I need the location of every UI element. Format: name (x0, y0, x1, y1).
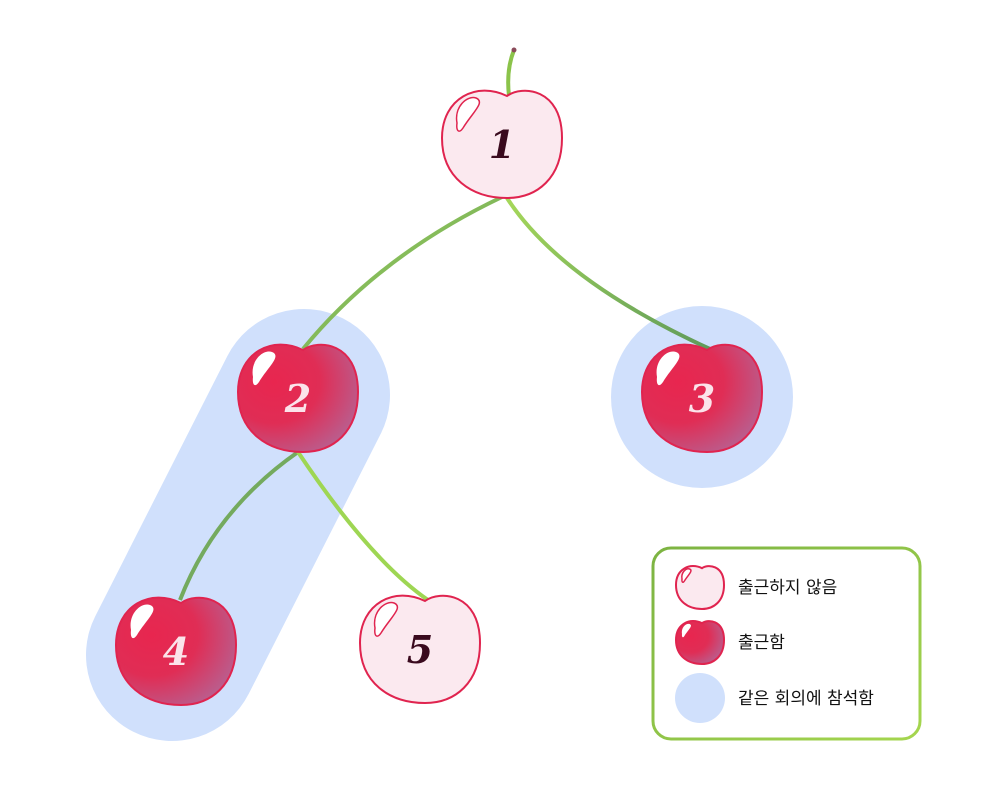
edge-2-4 (178, 450, 300, 601)
legend-present-cherry-icon (674, 620, 726, 666)
cherry-label: 4 (163, 629, 189, 674)
cherry-body (640, 343, 764, 454)
cherry-label: 3 (689, 376, 715, 421)
cherry-node-2: 2 (236, 343, 360, 454)
cherry-highlight (681, 623, 691, 638)
legend: 출근하지 않음 출근함 같은 회의에 참석함 (651, 546, 922, 741)
stem-tip (511, 47, 517, 53)
cherry-highlight (373, 601, 399, 637)
cherry-body (358, 594, 482, 705)
cherry-node-5: 5 (358, 594, 482, 705)
legend-absent-label: 출근하지 않음 (738, 578, 837, 598)
cherry-body (236, 343, 360, 454)
cherry-body (674, 620, 726, 666)
edge-1-3 (505, 196, 711, 351)
cherry-highlight (656, 351, 680, 386)
cherry-node-1: 1 (440, 89, 564, 200)
edge-2-5 (296, 450, 430, 602)
root-stem (506, 48, 516, 98)
cherry-label: 1 (489, 122, 515, 167)
legend-present-label: 출근함 (738, 633, 785, 653)
legend-meeting-circle-icon (675, 673, 725, 723)
cherry-highlight (252, 351, 276, 386)
legend-meeting-label: 같은 회의에 참석함 (738, 689, 874, 709)
cherry-label: 2 (284, 376, 311, 421)
cherry-highlight (681, 568, 692, 584)
cherry-highlight (130, 604, 154, 639)
cherry-body (440, 89, 564, 200)
cherry-body (114, 596, 238, 707)
cherry-node-3: 3 (640, 343, 764, 454)
cherry-highlight (455, 96, 481, 132)
cherry-node-4: 4 (114, 596, 238, 707)
legend-absent-cherry-icon (674, 565, 726, 611)
cherry-label: 5 (407, 627, 433, 672)
edge-1-2 (301, 195, 503, 351)
